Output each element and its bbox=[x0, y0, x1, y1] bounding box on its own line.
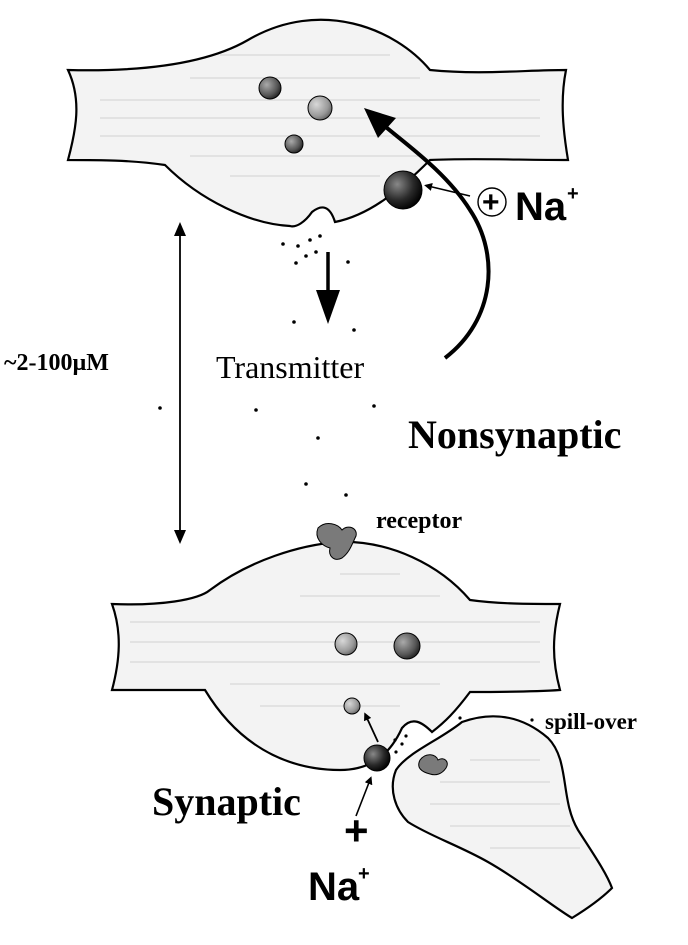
vesicle bbox=[344, 698, 360, 714]
distance-label: ~2-100µM bbox=[4, 350, 109, 376]
na-top-label: Na bbox=[515, 185, 567, 229]
distance-arrowhead-bottom bbox=[174, 530, 186, 544]
na-top-superscript: + bbox=[567, 183, 579, 205]
vesicle bbox=[285, 135, 303, 153]
transporter-top bbox=[384, 171, 422, 209]
na-bottom-superscript: + bbox=[358, 863, 370, 885]
spillover-label: spill-over bbox=[545, 709, 637, 734]
distance-arrowhead-top bbox=[174, 222, 186, 236]
vesicle bbox=[259, 77, 281, 99]
synaptic-label: Synaptic bbox=[152, 779, 301, 824]
receptor-label: receptor bbox=[376, 508, 463, 534]
adjacent-terminal bbox=[393, 716, 612, 918]
vesicle bbox=[335, 633, 357, 655]
release-arrowhead bbox=[316, 290, 340, 324]
vesicle bbox=[394, 633, 420, 659]
vesicle bbox=[308, 96, 332, 120]
transporter-bottom bbox=[364, 745, 390, 771]
na-bottom-label: Na bbox=[308, 865, 360, 909]
plus-top-label: + bbox=[482, 186, 500, 219]
plus-bottom-label: + bbox=[344, 807, 369, 854]
transmitter-label: Transmitter bbox=[216, 349, 365, 385]
nonsynaptic-label: Nonsynaptic bbox=[408, 412, 621, 457]
na-pointer-top bbox=[428, 186, 470, 196]
